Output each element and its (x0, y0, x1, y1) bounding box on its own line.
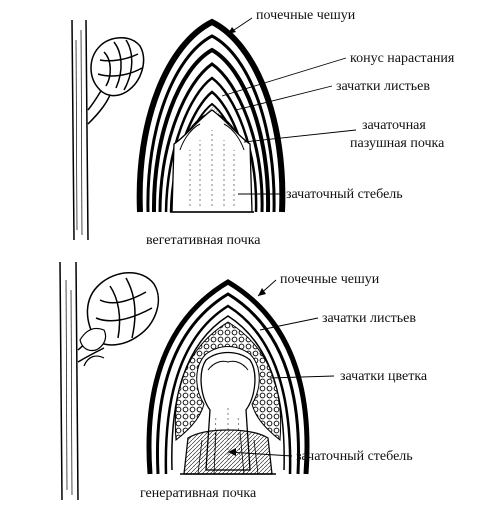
label-gen-stem: зачаточный стебель (296, 449, 413, 464)
label-veg-growth-cone: конус нарастания (350, 51, 455, 66)
label-gen-flower-primordia: зачатки цветка (340, 369, 428, 384)
label-veg-axillary-bud-line2: пазушная почка (350, 136, 445, 151)
vegetative-twig-sketch (71, 19, 145, 241)
label-veg-axillary-bud-line1: зачаточная (362, 118, 426, 133)
generative-twig-sketch (59, 261, 160, 501)
vegetative-pointers (221, 17, 357, 195)
label-gen-leaf-primordia: зачатки листьев (322, 311, 417, 326)
label-veg-bud-scales: почечные чешуи (256, 8, 356, 23)
label-gen-bud-scales: почечные чешуи (280, 272, 380, 287)
generative-section (146, 279, 310, 475)
generative-pointers (227, 279, 335, 457)
label-veg-stem: зачаточный стебель (286, 187, 403, 202)
vegetative-pointer-heads (228, 27, 236, 34)
label-veg-leaf-primordia: зачатки листьев (336, 79, 431, 94)
caption-vegetative-bud: вегетативная почка (146, 233, 261, 248)
caption-generative-bud: генеративная почка (140, 486, 257, 501)
vegetative-section (136, 18, 286, 213)
generative-pointer-heads (228, 288, 266, 456)
